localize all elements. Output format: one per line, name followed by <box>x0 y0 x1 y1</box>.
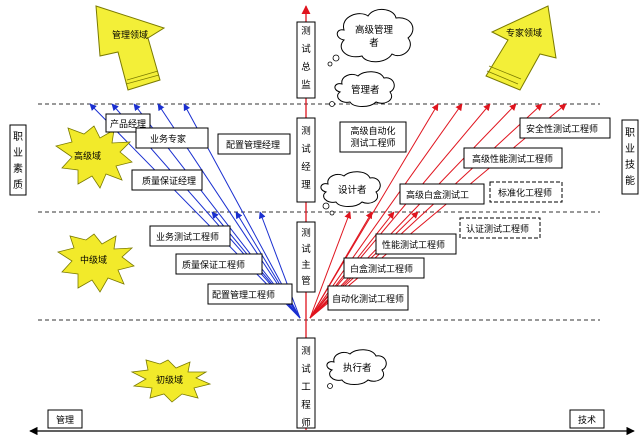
center-box-supervisor: 测试主管 <box>296 221 316 293</box>
business-expert-label: 业务专家 <box>150 133 186 145</box>
senior-performance-label: 高级性能测试工程师 <box>472 153 553 165</box>
role-config-manager: 配置管理经理 <box>217 133 291 155</box>
center-box-manager: 测试经理 <box>296 117 316 203</box>
role-automation: 自动化测试工程师 <box>327 285 409 311</box>
business-test-engineer-label: 业务测试工程师 <box>156 231 219 243</box>
standardization-label: 标准化工程师 <box>498 187 552 199</box>
cloud-designer: 设计者 <box>320 171 381 216</box>
config-manager-label: 配置管理经理 <box>226 139 280 151</box>
role-business-test-engineer: 业务测试工程师 <box>149 225 231 247</box>
senior-level-burst: 高级域 <box>55 125 133 189</box>
role-whitebox: 白盒测试工程师 <box>343 257 425 279</box>
manager-label: 管理者 <box>351 84 380 96</box>
config-engineer-label: 配置管理工程师 <box>212 289 275 301</box>
role-senior-performance: 高级性能测试工程师 <box>463 147 563 169</box>
right-side-box: 职业技能 <box>621 119 639 195</box>
center-label-engineer: 测试工程师 <box>301 346 311 429</box>
role-certification: 认证测试工程师 <box>459 217 541 239</box>
cloud-executor: 执行者 <box>326 349 387 389</box>
tech-expert-label: 专家领域 <box>506 27 542 39</box>
role-senior-automation: 高级自动化测试工程师 <box>339 121 407 153</box>
junior-level-burst: 初级域 <box>130 359 212 403</box>
right-side-label: 职业技能 <box>625 127 635 187</box>
center-box-director: 测试总监 <box>296 21 316 99</box>
senior-automation-label: 高级自动化测试工程师 <box>350 125 395 149</box>
left-side-label: 职业素质 <box>13 131 23 191</box>
management-bottom-box: 管理 <box>47 409 83 429</box>
center-label-supervisor: 测试主管 <box>301 228 311 287</box>
product-manager-label: 产品经理 <box>110 118 146 130</box>
senior-whitebox-label: 高级白盒测试工 <box>406 189 469 201</box>
management-domain-label: 管理领域 <box>112 29 148 41</box>
tech-expert-arrow: 专家领域 <box>485 5 557 91</box>
whitebox-label: 白盒测试工程师 <box>350 263 413 275</box>
center-label-director: 测试总监 <box>301 26 311 91</box>
certification-label: 认证测试工程师 <box>466 223 529 235</box>
management-domain-arrow: 管理领域 <box>95 5 166 91</box>
role-security-test: 安全性测试工程师 <box>519 117 611 139</box>
center-label-manager: 测试经理 <box>301 126 311 191</box>
role-config-engineer: 配置管理工程师 <box>207 283 293 305</box>
automation-label: 自动化测试工程师 <box>332 293 404 305</box>
role-qa-manager: 质量保证经理 <box>131 169 203 191</box>
designer-label: 设计者 <box>338 184 367 196</box>
role-senior-whitebox: 高级白盒测试工 <box>399 183 485 205</box>
security-test-label: 安全性测试工程师 <box>526 123 598 135</box>
technology-bottom-box: 技术 <box>569 409 605 429</box>
senior-level-label: 高级域 <box>74 150 101 162</box>
technology-bottom-label: 技术 <box>578 414 596 426</box>
middle-level-label: 中级域 <box>80 254 107 266</box>
qa-engineer-label: 质量保证工程师 <box>182 259 245 271</box>
red-arrow-group <box>309 103 567 319</box>
role-performance: 性能测试工程师 <box>375 233 457 255</box>
executor-label: 执行者 <box>343 362 372 374</box>
performance-label: 性能测试工程师 <box>382 239 445 251</box>
left-side-box: 职业素质 <box>9 124 27 196</box>
cloud-manager: 管理者 <box>329 71 395 107</box>
role-business-expert: 业务专家 <box>135 127 209 149</box>
management-bottom-label: 管理 <box>56 414 74 426</box>
middle-level-burst: 中级域 <box>57 233 135 293</box>
qa-manager-label: 质量保证经理 <box>142 175 196 187</box>
role-standardization: 标准化工程师 <box>489 181 563 203</box>
junior-level-label: 初级域 <box>156 374 183 386</box>
cloud-senior-manager: 高级管理者 <box>327 9 414 67</box>
center-box-engineer: 测试工程师 <box>296 337 316 429</box>
role-qa-engineer: 质量保证工程师 <box>175 253 263 275</box>
senior-manager-label: 高级管理者 <box>355 24 394 49</box>
